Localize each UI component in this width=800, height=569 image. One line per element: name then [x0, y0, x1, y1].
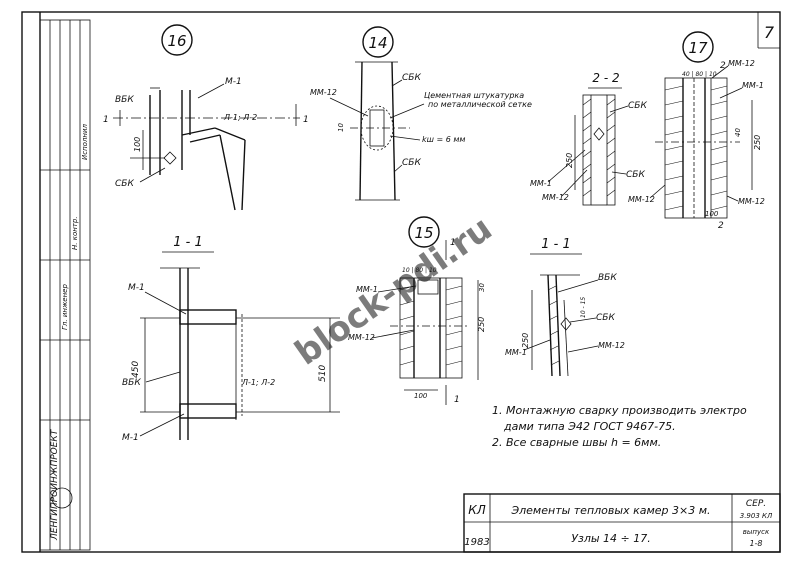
- svg-text:1: 1: [303, 115, 309, 125]
- section11-left-vbk: ВБК: [122, 378, 141, 388]
- node17-mm1-left: ММ-1: [530, 179, 552, 188]
- note-line-1: 1. Монтажную сварку производить электро: [492, 404, 747, 417]
- section11-left-m1-top: М-1: [128, 283, 145, 293]
- node17-mm12-bottom-right: ММ-12: [738, 197, 765, 206]
- node-17-circle: [682, 31, 714, 63]
- node-16: 16 1 1 ВБК М-1 Л-1; Л-2 СБК 100: [103, 24, 309, 211]
- strip-executor: Исполнил: [81, 123, 89, 160]
- node16-l1l2: Л-1; Л-2: [223, 113, 257, 122]
- title-year: 1983: [464, 537, 489, 548]
- node15-sec-top: 1: [450, 238, 456, 248]
- node17-mm12-right: ММ-12: [728, 59, 755, 68]
- section11-right-title: 1 - 1: [541, 237, 571, 252]
- node-14: 14 ММ-12 СБК Цементная штукатурка по мет…: [310, 26, 532, 201]
- section11-left-m1-bottom: М-1: [122, 433, 139, 443]
- section11-left-dim450: 450: [131, 361, 141, 378]
- node15-mm12: ММ-12: [348, 333, 375, 342]
- section11-left-l1l2: Л-1; Л-2: [241, 378, 275, 387]
- node15-dim-top: 10 | 80 | 10: [402, 267, 437, 274]
- section11-right-dim250: 250: [521, 333, 530, 348]
- title-sub: Узлы 14 ÷ 17.: [571, 532, 650, 545]
- section11-right-mm1: ММ-1: [505, 348, 527, 357]
- node17-mm12-bottom: ММ-12: [628, 195, 655, 204]
- node17-sec2-top: 2: [720, 61, 726, 71]
- node17-dim250-right: 250: [753, 135, 762, 150]
- node-16-circle: [161, 24, 193, 56]
- section11-left-dim510: 510: [318, 365, 328, 382]
- node16-m1: М-1: [225, 77, 242, 87]
- node15-dim100: 100: [414, 392, 428, 400]
- watermark: block-pdi.ru: [288, 209, 500, 374]
- stamp-seal: [51, 487, 73, 509]
- strip-control: Н. контр.: [71, 216, 79, 250]
- node17-mm1-right: ММ-1: [742, 81, 764, 90]
- svg-text:1: 1: [103, 115, 109, 125]
- strip-chief: Гл. инженер: [61, 284, 69, 330]
- sheet-number-box: 7: [757, 12, 780, 49]
- node-15: 15 10 | 80 | 10 30 250 ММ-1 ММ-12 100 1 …: [348, 216, 486, 405]
- notes: 1. Монтажную сварку производить электро …: [492, 404, 747, 449]
- sheet-number: 7: [764, 23, 775, 42]
- note-line-2: дами типа Э42 ГОСТ 9467-75.: [503, 420, 676, 433]
- issue-value: 1-8: [749, 539, 762, 548]
- node16-sbk: СБК: [115, 179, 134, 189]
- node-17-label: 17: [688, 39, 708, 57]
- series-value: 3.903 КЛ: [740, 512, 773, 520]
- node14-sbk-bottom: СБК: [402, 158, 421, 168]
- section11-right-mm12: ММ-12: [598, 341, 625, 350]
- node17-dim-top: 40 | 80 | 10: [682, 71, 717, 78]
- section11-right-dim-side: 10 - 15: [580, 297, 587, 318]
- node14-plaster-2: по металлической сетке: [428, 100, 532, 109]
- node17-sbk1: СБК: [628, 101, 647, 111]
- title-block: КЛ 1983 Элементы тепловых камер 3×3 м. У…: [463, 493, 781, 553]
- left-stamp-strip: ЛЕНГИПРОИНЖПРОЕКТ Гл. инженер Н. контр. …: [39, 19, 91, 551]
- section11-left-title: 1 - 1: [173, 235, 203, 250]
- section-1-1-left: 1 - 1 450 510 М-1 ВБК М-1 Л-1; Л-2: [122, 235, 340, 443]
- node15-dim30: 30: [478, 283, 486, 292]
- strip-org: ЛЕНГИПРОИНЖПРОЕКТ: [50, 428, 60, 541]
- node14-dim10: 10: [337, 123, 345, 132]
- node14-weld: kш = 6 мм: [422, 135, 465, 144]
- section-1-1-right: 1 - 1 ВБК 10 - 15 СБК 250 ММ-1 ММ-12: [505, 237, 625, 377]
- node17-dim40: 40: [734, 128, 742, 137]
- issue-label: выпуск: [743, 528, 770, 536]
- node-16-label: 16: [167, 32, 186, 50]
- section11-right-sbk: СБК: [596, 313, 615, 323]
- node16-dim100: 100: [133, 137, 142, 152]
- node-15-circle: [408, 216, 440, 248]
- node15-mm1: ММ-1: [356, 285, 378, 294]
- sheet-frame: [21, 11, 781, 553]
- node17-sbk2: СБК: [626, 170, 645, 180]
- node15-dim250: 250: [477, 317, 486, 332]
- note-line-3: 2. Все сварные швы h = 6мм.: [492, 436, 661, 449]
- title-main: Элементы тепловых камер 3×3 м.: [510, 504, 710, 517]
- node15-sec-bottom: 1: [454, 395, 460, 405]
- node16-vbk: ВБК: [115, 95, 134, 105]
- node-14-circle: [362, 26, 394, 58]
- node14-sbk-top: СБК: [402, 73, 421, 83]
- node14-plaster-1: Цементная штукатурка: [424, 91, 524, 100]
- node-14-label: 14: [368, 34, 387, 52]
- node17-section-title: 2 - 2: [592, 71, 619, 85]
- node-15-label: 15: [414, 224, 433, 242]
- node17-sec2-bottom: 2: [718, 221, 724, 231]
- node17-mm12-left: ММ-12: [542, 193, 569, 202]
- node17-dim100: 100: [705, 210, 719, 218]
- section11-right-vbk: ВБК: [598, 273, 617, 283]
- node-17: 17 2 - 2 250 СБК СБК ММ-1 ММ-12: [530, 31, 765, 231]
- node14-mm12: ММ-12: [310, 88, 337, 97]
- node17-dim250-left: 250: [565, 153, 574, 168]
- series-label: СЕР.: [746, 499, 766, 509]
- title-org: КЛ: [468, 503, 486, 517]
